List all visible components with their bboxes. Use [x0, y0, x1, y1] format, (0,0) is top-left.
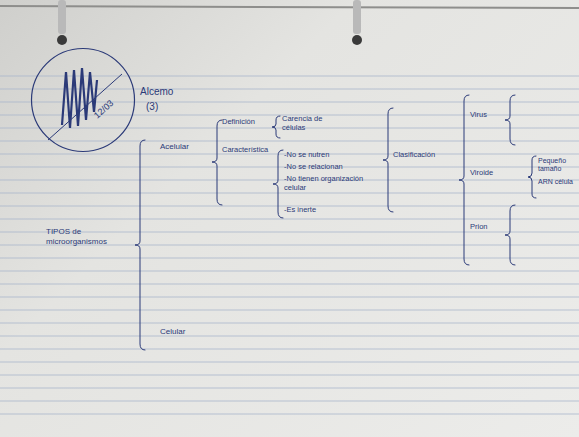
student-name: Alcemo — [140, 86, 173, 98]
class-label: Prion — [470, 222, 488, 231]
item-text: -No se relacionan — [284, 162, 343, 171]
date-stamp: 12/03 — [30, 47, 136, 153]
branch-label: Acelular — [160, 142, 189, 152]
item-text: Pequeño tamaño — [538, 157, 576, 174]
branch-label: Celular — [160, 327, 185, 337]
item-text: -No tienen organización celular — [284, 174, 379, 192]
item-label: Clasificación — [393, 150, 435, 159]
page-edge — [0, 6, 579, 8]
item-text: Carencia de células — [282, 114, 334, 132]
braces — [135, 95, 536, 350]
date-text: 12/03 — [92, 98, 115, 121]
class-label: Viroide — [470, 168, 493, 177]
item-text: -Es inerte — [284, 205, 316, 214]
stamp-scribble — [48, 68, 122, 140]
item-text: -No se nutren — [284, 150, 329, 159]
stamp-circle — [30, 47, 136, 153]
class-label: Virus — [470, 110, 487, 119]
item-text: ARN célula — [538, 178, 576, 186]
topic-title: TIPOS de microorganismos — [46, 227, 124, 246]
binder-rings — [57, 0, 362, 45]
note-number: (3) — [146, 101, 158, 113]
ruled-lines — [0, 76, 579, 414]
item-label: Definición — [222, 117, 255, 126]
item-label: Característica — [222, 145, 276, 154]
